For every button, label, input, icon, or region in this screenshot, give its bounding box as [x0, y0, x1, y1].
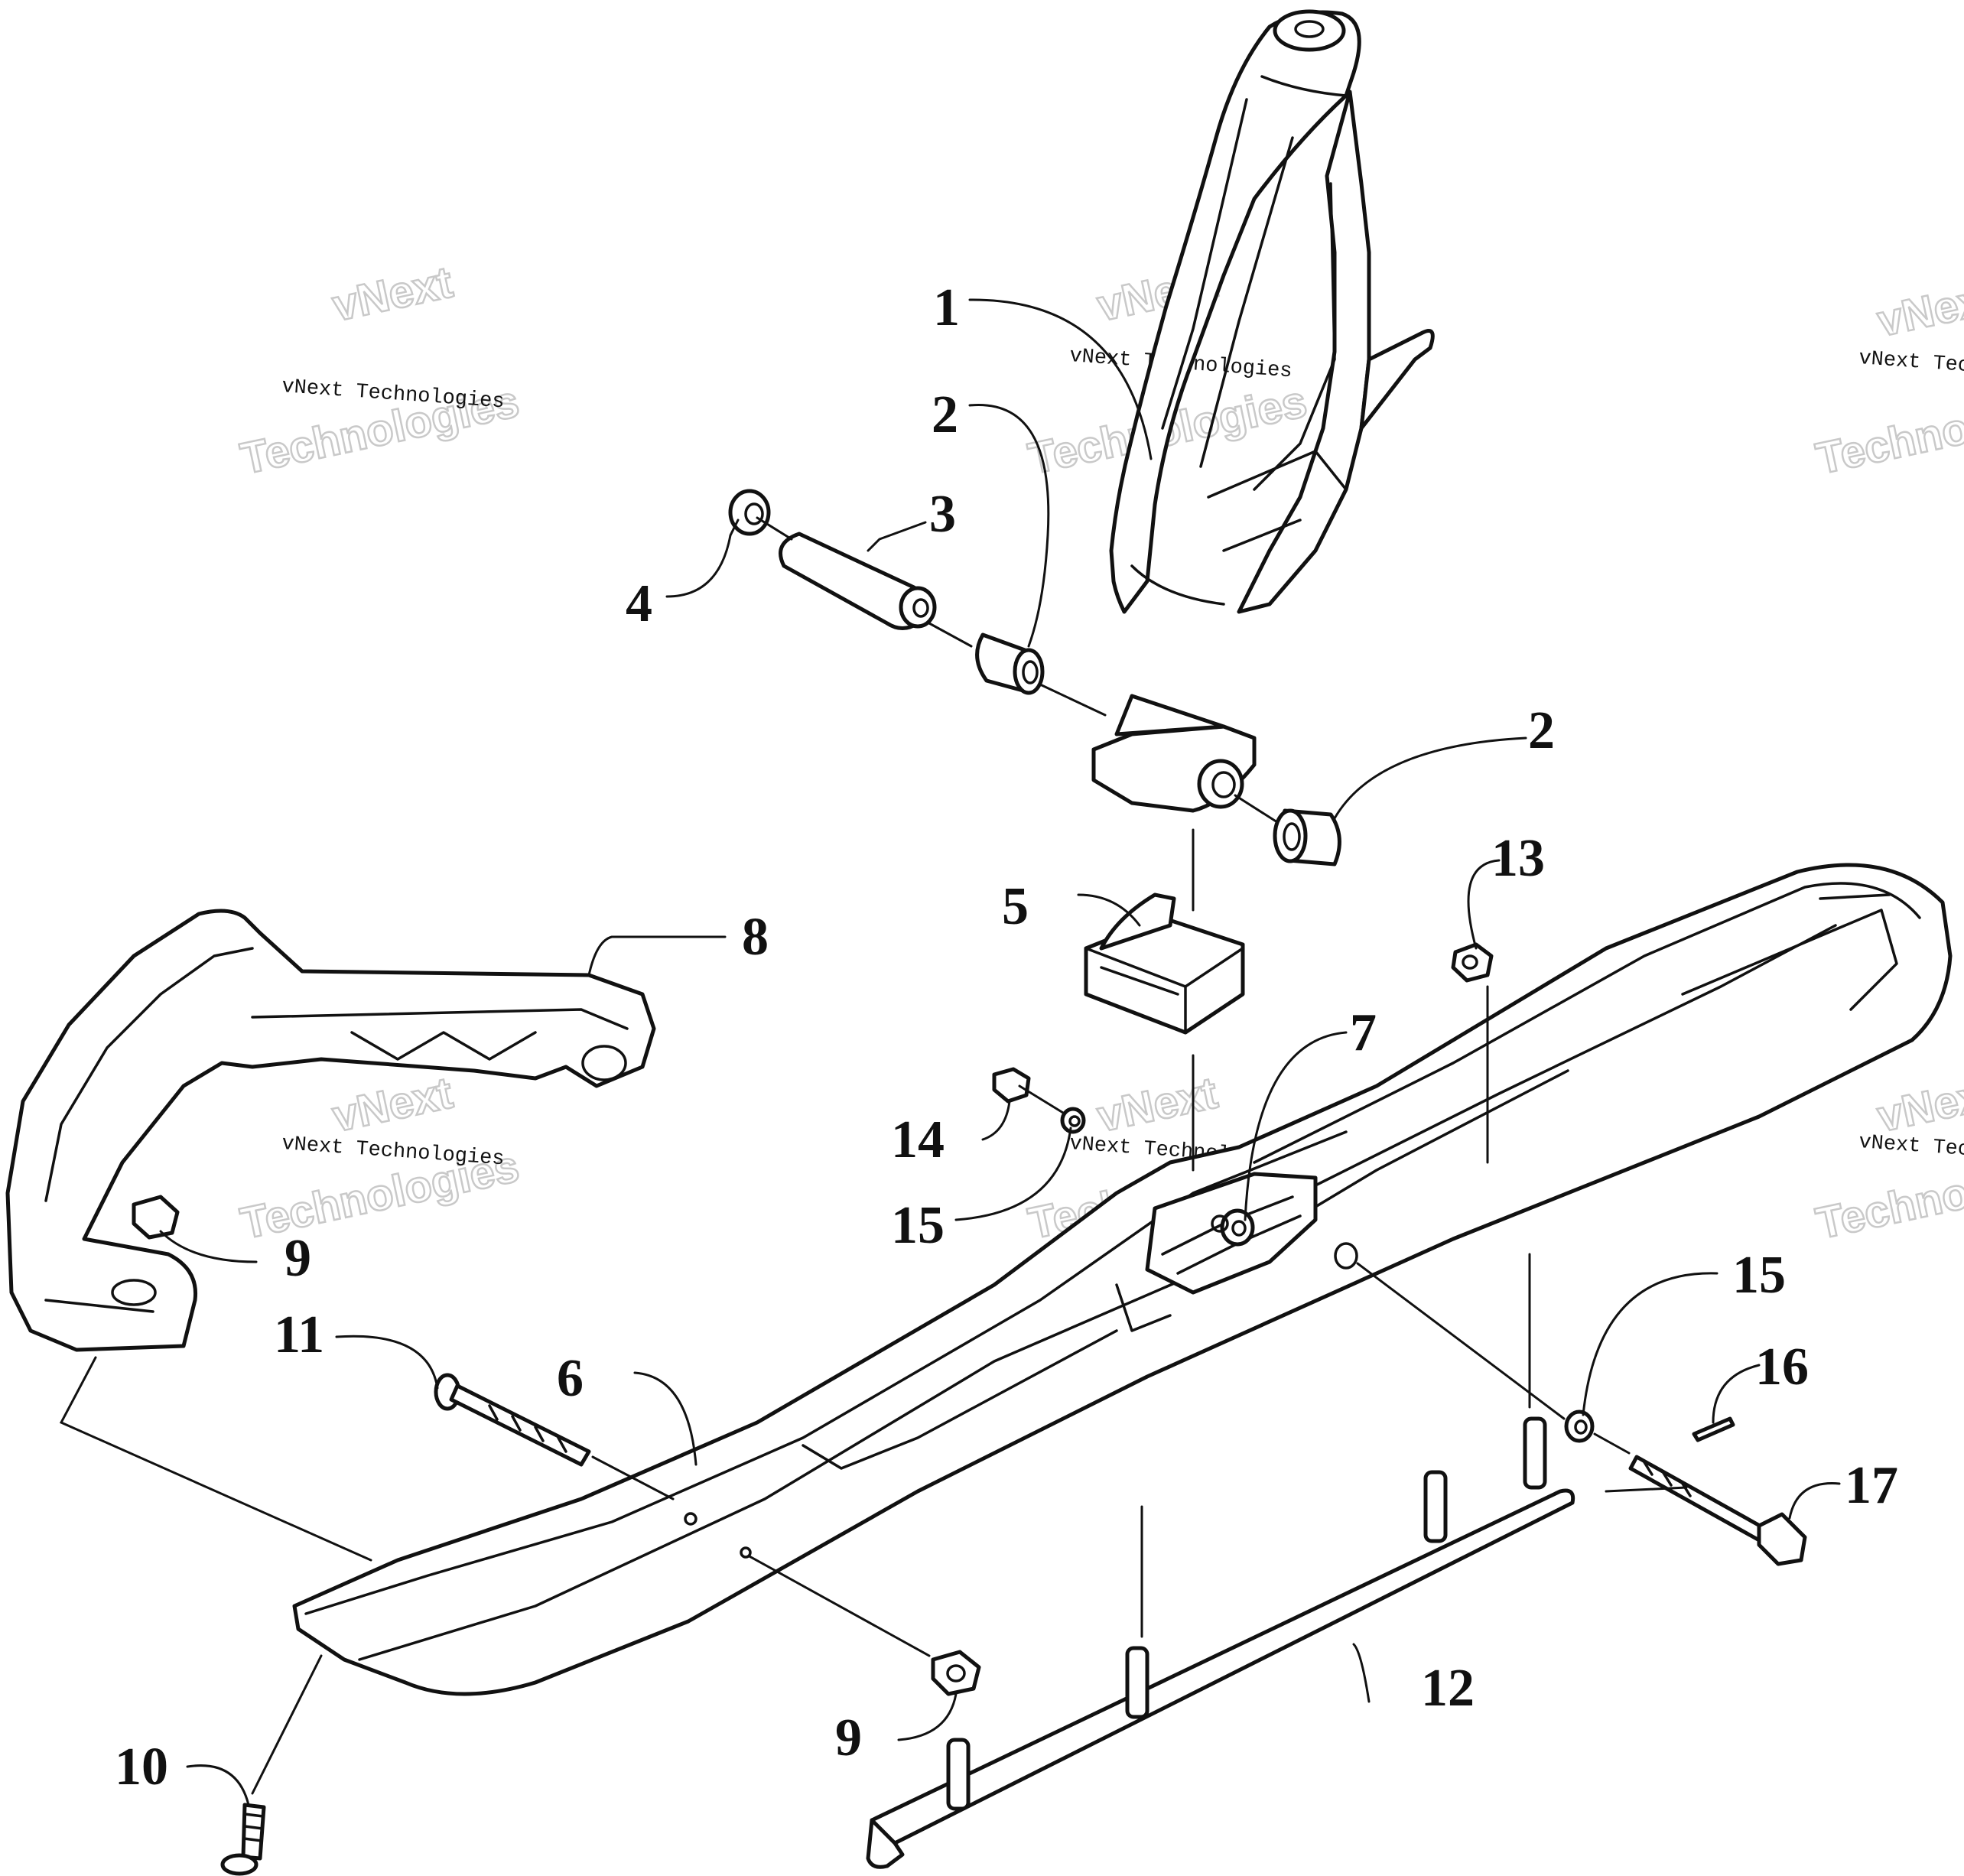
part-4-washer	[728, 489, 771, 536]
part-14-nut	[992, 1067, 1031, 1104]
watermark-overlay-top: vNext	[1873, 1068, 1964, 1141]
callout-2-upper: 2	[932, 385, 958, 444]
callout-10: 10	[115, 1738, 168, 1796]
part-15-washer-upper	[1060, 1107, 1086, 1134]
part-9-nut-lower	[931, 1650, 981, 1696]
callout-2-lower: 2	[1528, 701, 1555, 760]
callout-1: 1	[933, 278, 960, 337]
callout-labels: 1 2 3 4 2 5 8 13 7 14 15 9 11 6 15 16 17…	[115, 278, 1898, 1796]
part-12-wear-bar	[866, 1416, 1575, 1869]
part-6-ski	[292, 863, 1953, 1696]
part-2-bushing-left	[975, 632, 1045, 695]
watermark-text: vNext Technologies	[1858, 347, 1964, 385]
part-15-washer-lower	[1564, 1409, 1595, 1443]
part-1-spindle	[1091, 9, 1435, 813]
part-11-bolt	[434, 1373, 591, 1467]
callout-9-lower: 9	[835, 1709, 862, 1767]
watermark-right-mid: vNext Technologies vNext Technologies	[1811, 1067, 1964, 1250]
watermark-overlay-top: vNext	[328, 257, 457, 330]
watermark-left-top: vNext Technologies vNext Technologies	[236, 256, 524, 485]
watermark-left-mid: vNext Technologies vNext Technologies	[236, 1067, 524, 1250]
callout-15-upper: 15	[891, 1196, 945, 1255]
watermark-overlay-bottom: Technologies	[1812, 376, 1964, 483]
callout-leaders	[159, 298, 1841, 1806]
watermark-text: vNext Technologies	[1858, 1131, 1964, 1169]
callout-17: 17	[1845, 1456, 1898, 1515]
callout-7: 7	[1350, 1003, 1377, 1062]
callout-6: 6	[557, 1349, 584, 1408]
callout-14: 14	[891, 1110, 945, 1169]
part-8-ski-handle	[5, 909, 656, 1352]
part-17-bolt	[1628, 1455, 1807, 1566]
callout-4: 4	[626, 574, 652, 633]
watermark-overlay-top: vNext	[1093, 1068, 1221, 1141]
callout-13: 13	[1491, 829, 1545, 888]
part-13-nut	[1451, 942, 1494, 983]
part-5-wear-block	[1084, 892, 1245, 1035]
part-3-sleeve	[779, 532, 937, 630]
callout-3: 3	[929, 485, 956, 544]
callout-16: 16	[1755, 1338, 1809, 1396]
part-2-bushing-right	[1273, 808, 1341, 866]
watermark-overlay-top: vNext	[1873, 272, 1964, 346]
wear-bar-studs	[946, 1416, 1547, 1811]
callout-15-lower: 15	[1732, 1246, 1786, 1305]
watermark-right-top: vNext Technologies vNext Technologies	[1811, 271, 1964, 485]
part-10-screw	[220, 1803, 266, 1876]
part-9-nut-upper	[132, 1195, 180, 1240]
watermark-overlay-top: vNext	[328, 1068, 457, 1141]
callout-9-upper: 9	[285, 1229, 311, 1288]
assembly-lines	[59, 516, 1688, 1795]
callout-11: 11	[274, 1305, 324, 1364]
callout-5: 5	[1002, 877, 1029, 936]
watermark-text: vNext Technologies	[281, 1133, 505, 1171]
callout-8: 8	[742, 908, 769, 967]
callout-12: 12	[1421, 1659, 1475, 1718]
part-16-cotter-pin	[1692, 1416, 1735, 1442]
